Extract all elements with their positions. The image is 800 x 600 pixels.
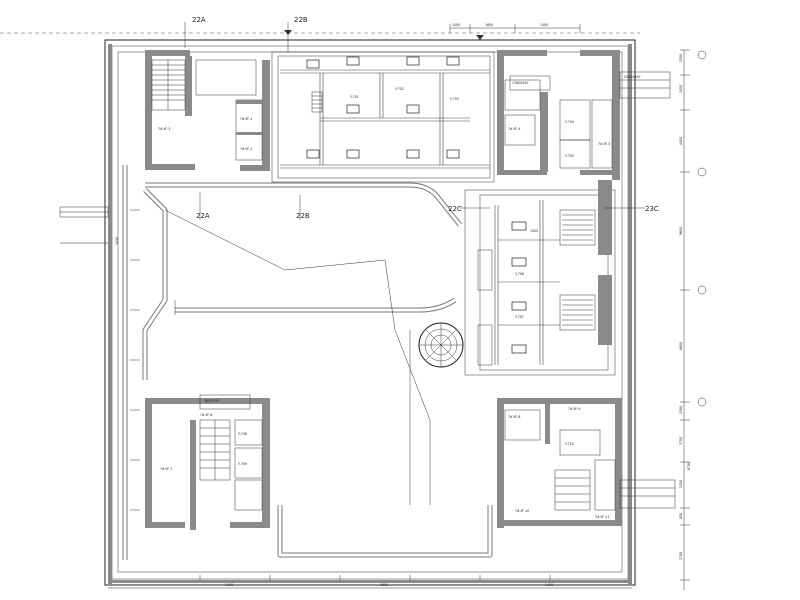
svg-text:850: 850 bbox=[679, 513, 683, 519]
north-arrow-icon bbox=[476, 35, 484, 40]
svg-text:7#-YF-5: 7#-YF-5 bbox=[598, 142, 610, 146]
core-bottom-right: 7#-YF-8 7#-YF-9 7#-YF-10 7#-YF-11 Y-710 bbox=[497, 398, 622, 528]
axis-22a-top: 22A bbox=[192, 16, 206, 24]
wall-right bbox=[628, 44, 632, 584]
svg-text:Y-703: Y-703 bbox=[450, 97, 459, 101]
svg-text:800X250: 800X250 bbox=[205, 399, 219, 403]
svg-text:Y-710: Y-710 bbox=[565, 442, 574, 446]
svg-text:1780X400: 1780X400 bbox=[512, 81, 528, 85]
svg-text:Y-707: Y-707 bbox=[515, 315, 524, 319]
axis-callouts: 22A 22B 22A 22B 22C 23C bbox=[184, 16, 659, 220]
wall-bottom bbox=[108, 580, 632, 583]
right-annotation-top: 2000X400 bbox=[619, 71, 671, 99]
svg-text:4400: 4400 bbox=[679, 137, 683, 145]
mech-zone-right: 1400 Y-706 Y-707 bbox=[464, 180, 616, 376]
left-annotation bbox=[59, 206, 109, 244]
core-top-left: 7#-YF-1 7#-YF-2 7#-YF-3 bbox=[145, 50, 270, 171]
svg-text:1400: 1400 bbox=[225, 583, 233, 587]
svg-text:7#-YF-4: 7#-YF-4 bbox=[508, 127, 520, 131]
svg-text:1400: 1400 bbox=[540, 23, 548, 27]
svg-text:1400: 1400 bbox=[545, 583, 553, 587]
dimension-top: 1000 1600 1400 bbox=[284, 23, 581, 40]
svg-text:7#-YF-11: 7#-YF-11 bbox=[595, 515, 609, 519]
dimension-bottom: 1400 1600 1400 1450 bbox=[108, 237, 632, 589]
middle-pipes bbox=[164, 192, 431, 505]
duct-loop bbox=[122, 165, 493, 560]
axis-23c: 23C bbox=[645, 205, 659, 213]
axis-22b-mid: 22B bbox=[296, 212, 310, 220]
svg-text:1600: 1600 bbox=[380, 583, 388, 587]
svg-text:1700: 1700 bbox=[679, 552, 683, 560]
section-marker-icon bbox=[284, 30, 292, 35]
axis-22c: 22C bbox=[448, 205, 462, 213]
spiral-stair bbox=[418, 322, 464, 368]
svg-text:7#-YF-8: 7#-YF-8 bbox=[508, 415, 520, 419]
svg-text:1000: 1000 bbox=[452, 23, 460, 27]
svg-text:6700: 6700 bbox=[687, 462, 691, 470]
svg-text:7#-YF-9: 7#-YF-9 bbox=[568, 407, 580, 411]
building-outline bbox=[104, 39, 636, 586]
axis-22a-mid: 22A bbox=[196, 212, 210, 220]
core-bottom-left: 800X250 7#-YF-6 7#-YF-7 Y-708 Y-709 bbox=[145, 394, 270, 530]
svg-text:Y-706: Y-706 bbox=[515, 272, 524, 276]
svg-text:Y-705: Y-705 bbox=[565, 154, 574, 158]
wall-ticks bbox=[130, 209, 551, 580]
svg-text:1250: 1250 bbox=[679, 480, 683, 488]
right-annotation-bottom bbox=[619, 479, 676, 509]
svg-text:7#-YF-1: 7#-YF-1 bbox=[240, 117, 252, 121]
axis-22b-top: 22B bbox=[294, 16, 308, 24]
svg-text:7#-YF-2: 7#-YF-2 bbox=[240, 147, 252, 151]
svg-text:1350: 1350 bbox=[679, 54, 683, 62]
hall-top-center: Y-701 Y-702 Y-703 bbox=[271, 51, 495, 183]
svg-text:Y-709: Y-709 bbox=[238, 462, 247, 466]
svg-text:8600: 8600 bbox=[679, 342, 683, 350]
wall-left bbox=[108, 44, 112, 584]
svg-text:2000X400: 2000X400 bbox=[624, 75, 640, 79]
dimension-right: 1350 2450 4400 9600 8600 1300 3700 6700 … bbox=[679, 49, 707, 590]
svg-text:1300: 1300 bbox=[679, 406, 683, 414]
svg-text:3700: 3700 bbox=[679, 437, 683, 445]
svg-text:Y-701: Y-701 bbox=[350, 95, 359, 99]
svg-text:2450: 2450 bbox=[679, 85, 683, 93]
core-top-right: 7#-YF-4 7#-YF-5 Y-704 Y-705 1780X400 bbox=[497, 50, 620, 180]
svg-text:Y-708: Y-708 bbox=[238, 432, 247, 436]
svg-text:1600: 1600 bbox=[485, 23, 493, 27]
svg-text:1400: 1400 bbox=[530, 229, 538, 233]
svg-text:1450: 1450 bbox=[115, 237, 119, 245]
svg-text:7#-YF-3: 7#-YF-3 bbox=[158, 127, 170, 131]
svg-text:7#-YF-10: 7#-YF-10 bbox=[515, 509, 529, 513]
svg-text:Y-704: Y-704 bbox=[565, 120, 574, 124]
svg-text:9600: 9600 bbox=[679, 227, 683, 235]
svg-text:7#-YF-6: 7#-YF-6 bbox=[200, 413, 212, 417]
svg-text:Y-702: Y-702 bbox=[395, 87, 404, 91]
svg-text:7#-YF-7: 7#-YF-7 bbox=[160, 467, 172, 471]
